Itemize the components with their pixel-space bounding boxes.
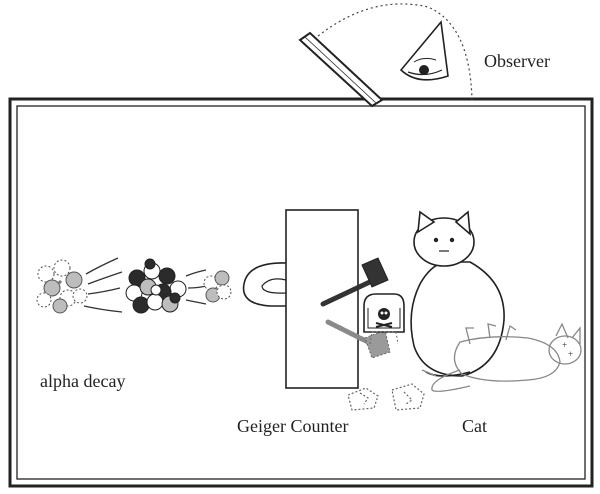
dead-cat: + +	[421, 322, 582, 392]
decayed-nucleus	[36, 259, 88, 314]
cat-icon	[410, 210, 505, 377]
motion-lines-right	[185, 269, 207, 305]
cat-label: Cat	[462, 416, 487, 436]
alpha-decay-label: alpha decay	[40, 371, 125, 391]
skull-icon	[375, 308, 393, 328]
svg-text:+: +	[568, 349, 573, 359]
geiger-counter-box	[285, 209, 359, 389]
geiger-counter-label: Geiger Counter	[237, 416, 348, 436]
svg-text:+: +	[562, 340, 567, 350]
window-lid	[298, 3, 473, 108]
motion-lines-left	[83, 257, 123, 313]
eye-icon	[399, 20, 449, 81]
hammer-icon	[320, 257, 389, 307]
observer-label: Observer	[484, 51, 550, 71]
alpha-particle	[203, 270, 232, 303]
geiger-tube	[242, 262, 287, 307]
fallen-hammer	[325, 319, 391, 359]
nucleus-icon	[125, 258, 187, 314]
broken-glass	[347, 383, 425, 411]
box-frame	[8, 97, 594, 488]
